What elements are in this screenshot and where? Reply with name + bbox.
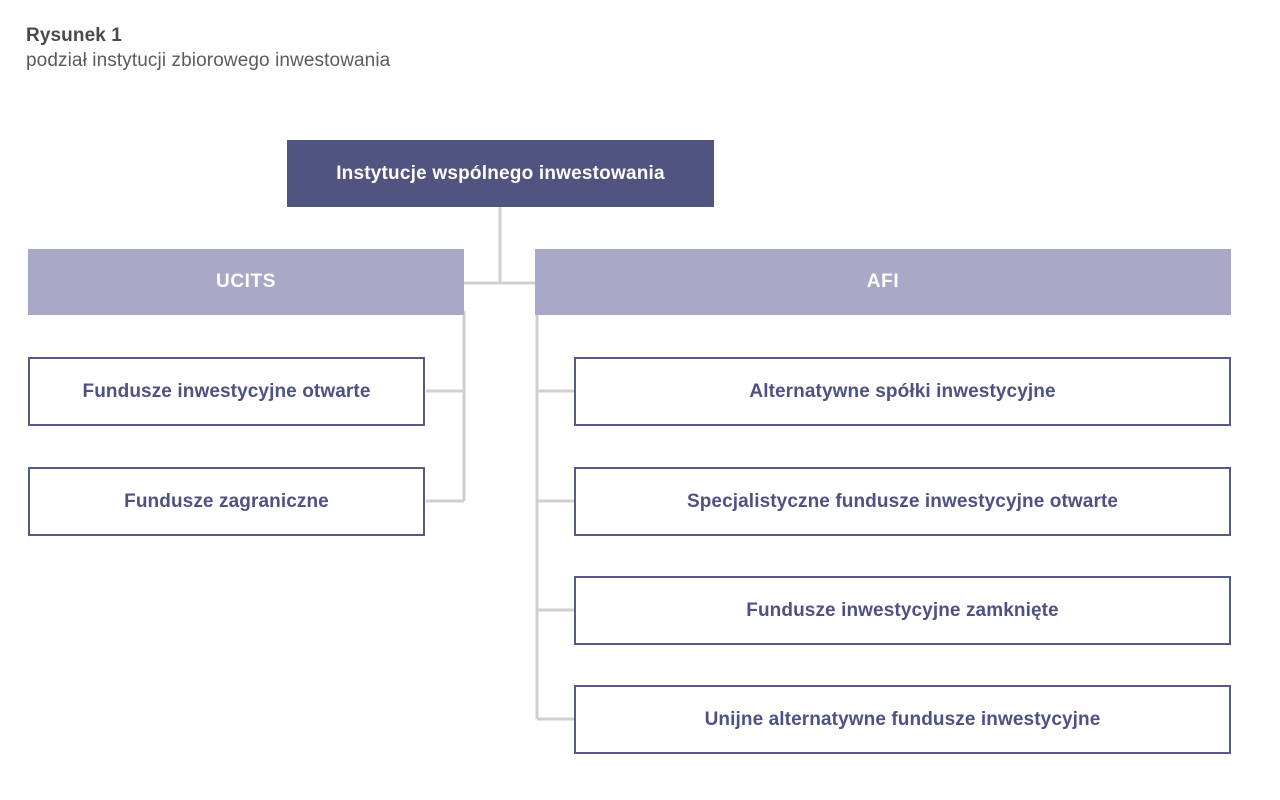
figure-caption: Rysunek 1 podział instytucji zbiorowego … (26, 24, 726, 74)
node-leaf-ucits-2[interactable]: Fundusze zagraniczne (28, 467, 425, 536)
node-branch-afi[interactable]: AFI (535, 249, 1231, 315)
figure-caption-title: Rysunek 1 (26, 25, 122, 46)
node-leaf-afi-2[interactable]: Specjalistyczne fundusze inwestycyjne ot… (574, 467, 1231, 536)
node-leaf-ucits-1[interactable]: Fundusze inwestycyjne otwarte (28, 357, 425, 426)
node-branch-ucits[interactable]: UCITS (28, 249, 464, 315)
node-root[interactable]: Instytucje wspólnego inwestowania (287, 140, 714, 207)
figure-caption-subtitle: podział instytucji zbiorowego inwestowan… (26, 50, 391, 71)
node-leaf-afi-1[interactable]: Alternatywne spółki inwestycyjne (574, 357, 1231, 426)
node-leaf-afi-4[interactable]: Unijne alternatywne fundusze inwestycyjn… (574, 685, 1231, 754)
node-leaf-afi-3[interactable]: Fundusze inwestycyjne zamknięte (574, 576, 1231, 645)
